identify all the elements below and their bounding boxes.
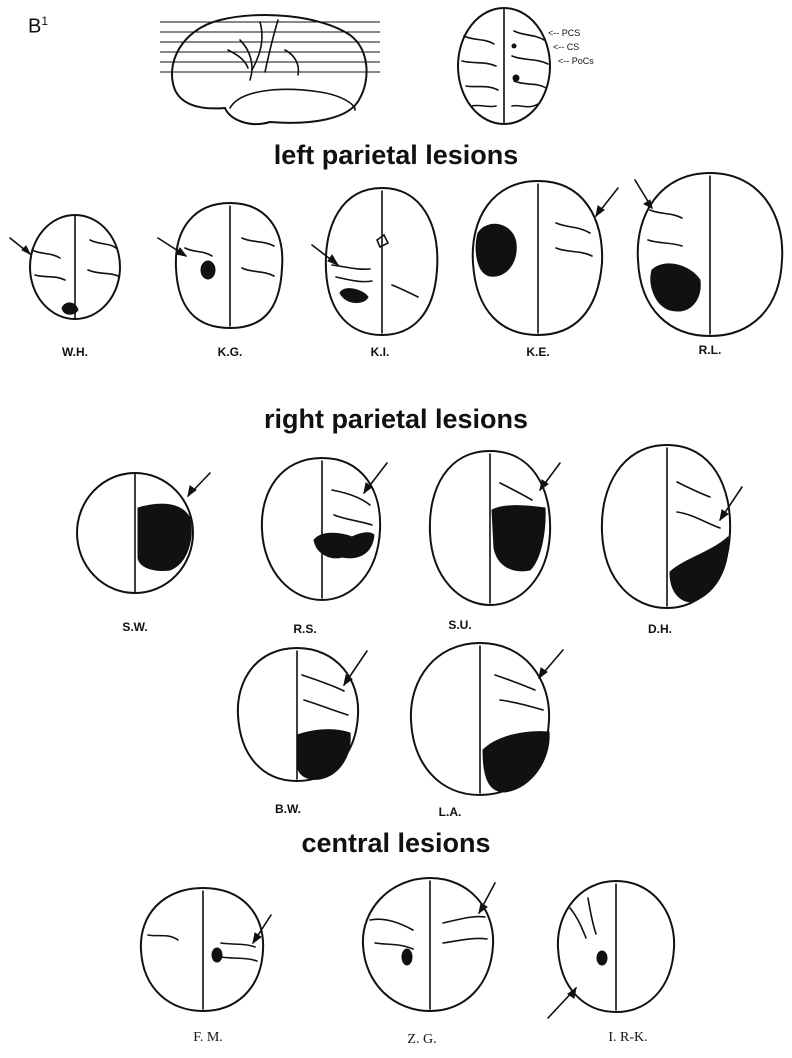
cs-label: <-- CS	[553, 42, 579, 52]
pocs-label: <-- PoCs	[558, 56, 594, 66]
label-irk: I. R-K.	[578, 1030, 678, 1046]
right-parietal-heading: right parietal lesions	[0, 404, 792, 435]
label-ki: K.I.	[330, 345, 430, 359]
label-rs: R.S.	[255, 622, 355, 636]
panel-label-superscript: 1	[41, 14, 48, 28]
brain-sw	[70, 468, 210, 598]
label-zg: Z. G.	[372, 1032, 472, 1048]
label-su: S.U.	[410, 618, 510, 632]
brain-rl	[630, 170, 790, 340]
brain-ki	[322, 185, 442, 340]
brain-su	[420, 448, 560, 608]
brain-kg	[170, 198, 290, 338]
panel-label: B1	[28, 14, 48, 39]
brain-fm	[133, 885, 283, 1015]
label-rl: R.L.	[660, 343, 760, 357]
label-dh: D.H.	[610, 622, 710, 636]
label-wh: W.H.	[25, 345, 125, 359]
brain-wh	[20, 210, 130, 330]
central-heading: central lesions	[0, 828, 792, 859]
label-sw: S.W.	[85, 620, 185, 634]
brain-dh	[592, 442, 742, 612]
label-kg: K.G.	[180, 345, 280, 359]
brain-zg	[355, 875, 505, 1015]
brain-ke	[468, 178, 608, 338]
label-ke: K.E.	[488, 345, 588, 359]
label-bw: B.W.	[238, 802, 338, 816]
brain-la	[405, 640, 565, 800]
label-la: L.A.	[400, 805, 500, 819]
brain-irk	[548, 878, 688, 1018]
label-fm: F. M.	[158, 1030, 258, 1046]
brain-rs	[252, 455, 392, 605]
pcs-label: <-- PCS	[548, 28, 580, 38]
left-parietal-heading: left parietal lesions	[0, 140, 792, 171]
lateral-brain-reference	[160, 10, 380, 130]
top-view-brain-reference	[454, 6, 554, 126]
brain-bw	[232, 645, 372, 785]
